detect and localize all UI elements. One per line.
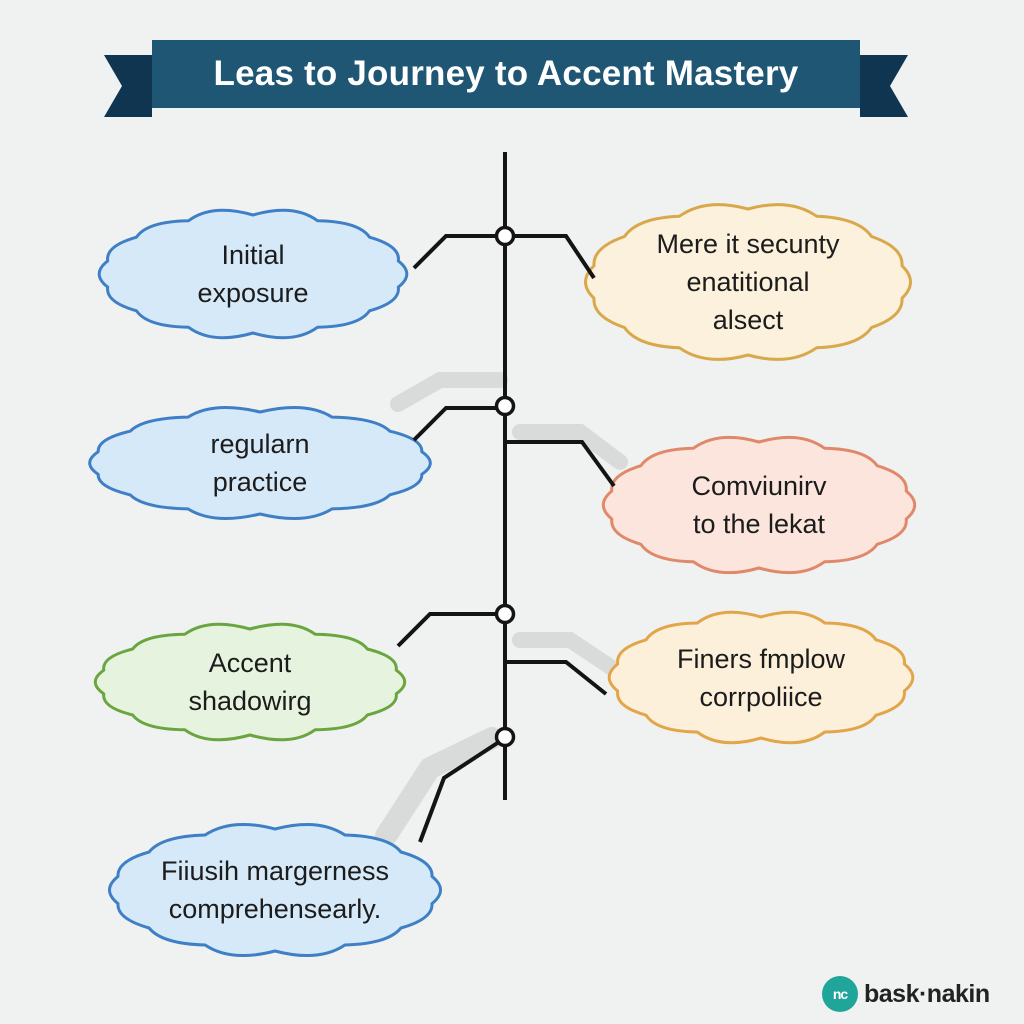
brand-logo: nc bask·nakin [822,975,990,1013]
banner-ribbon [152,40,860,108]
cloud-label-finers-fmplow: Finers fmplow corrpoliice [602,605,920,750]
banner-fold-left [104,55,152,117]
cloud-label-finish-margerness: Fiiusih margerness comprehensearly. [102,817,448,963]
timeline-node [494,395,516,417]
cloud-label-regular-practice: regularn practice [82,400,438,526]
timeline-node [494,225,516,247]
cloud-mere-it-secunty [584,203,912,361]
timeline [396,152,616,843]
cloud-label-line: Initial [221,240,285,270]
cloud-label-line: Mere it secunty [656,229,840,259]
cloud-regular-practice [88,406,432,520]
cloud-label-initial-exposure: Initial exposure [92,203,414,345]
cloud-label-line: to the lekat [692,509,826,539]
cloud-initial-exposure [97,208,409,340]
cloud-label-line: Fiiusih margerness [160,856,390,886]
shadow-streak [512,632,620,676]
cloud-label-accent-shadowing: Accent shadowirg [88,617,412,747]
timeline-node [494,603,516,625]
cloud-label-line: exposure [197,278,309,308]
cloud-label-line: alsect [712,305,784,335]
cloud-label-line: corrpoliice [699,681,823,712]
cloud-comviunirv [601,435,917,575]
timeline-node [494,726,516,748]
shadow-streak [512,424,628,470]
cloud-label-line: Accent [208,648,292,678]
connector-mere-it-secunty [505,234,596,280]
connector-regular-practice [412,406,505,442]
cloud-label-comviunirv: Comviunirv to the lekat [596,430,922,580]
cloud-label-line: regularn [210,429,310,459]
title-banner [104,40,908,117]
connector-shadows [375,372,628,847]
shadow-streak [390,372,508,412]
connector-initial-exposure [412,234,505,270]
cloud-group [88,203,917,957]
cloud-finers-fmplow [607,610,915,745]
page-title: Leas to Journey to Accent Mastery [213,54,799,93]
connector-comviunirv [505,440,616,488]
banner-fold-right [860,55,908,117]
logo-text: bask·nakin [864,979,990,1008]
cloud-finish-margerness [108,823,442,957]
cloud-label-line: shadowirg [188,686,312,716]
timeline-nodes [494,225,516,748]
cloud-label-line: comprehensearly. [168,894,382,924]
connector-finish-margerness [418,736,507,843]
shadow-streak [375,727,503,847]
cloud-label-mere-it-secunty: Mere it secunty enatitional alsect [578,197,918,367]
logo-badge-icon: nc [822,976,858,1012]
cloud-label-line: Finers fmplow [676,643,846,674]
cloud-label-line: practice [212,467,308,497]
connector-finers-fmplow [505,660,608,696]
connector-accent-shadowing [396,612,505,648]
cloud-accent-shadowing [93,622,407,742]
cloud-label-line: enatitional [686,267,810,297]
cloud-label-line: Comviunirv [691,471,827,501]
